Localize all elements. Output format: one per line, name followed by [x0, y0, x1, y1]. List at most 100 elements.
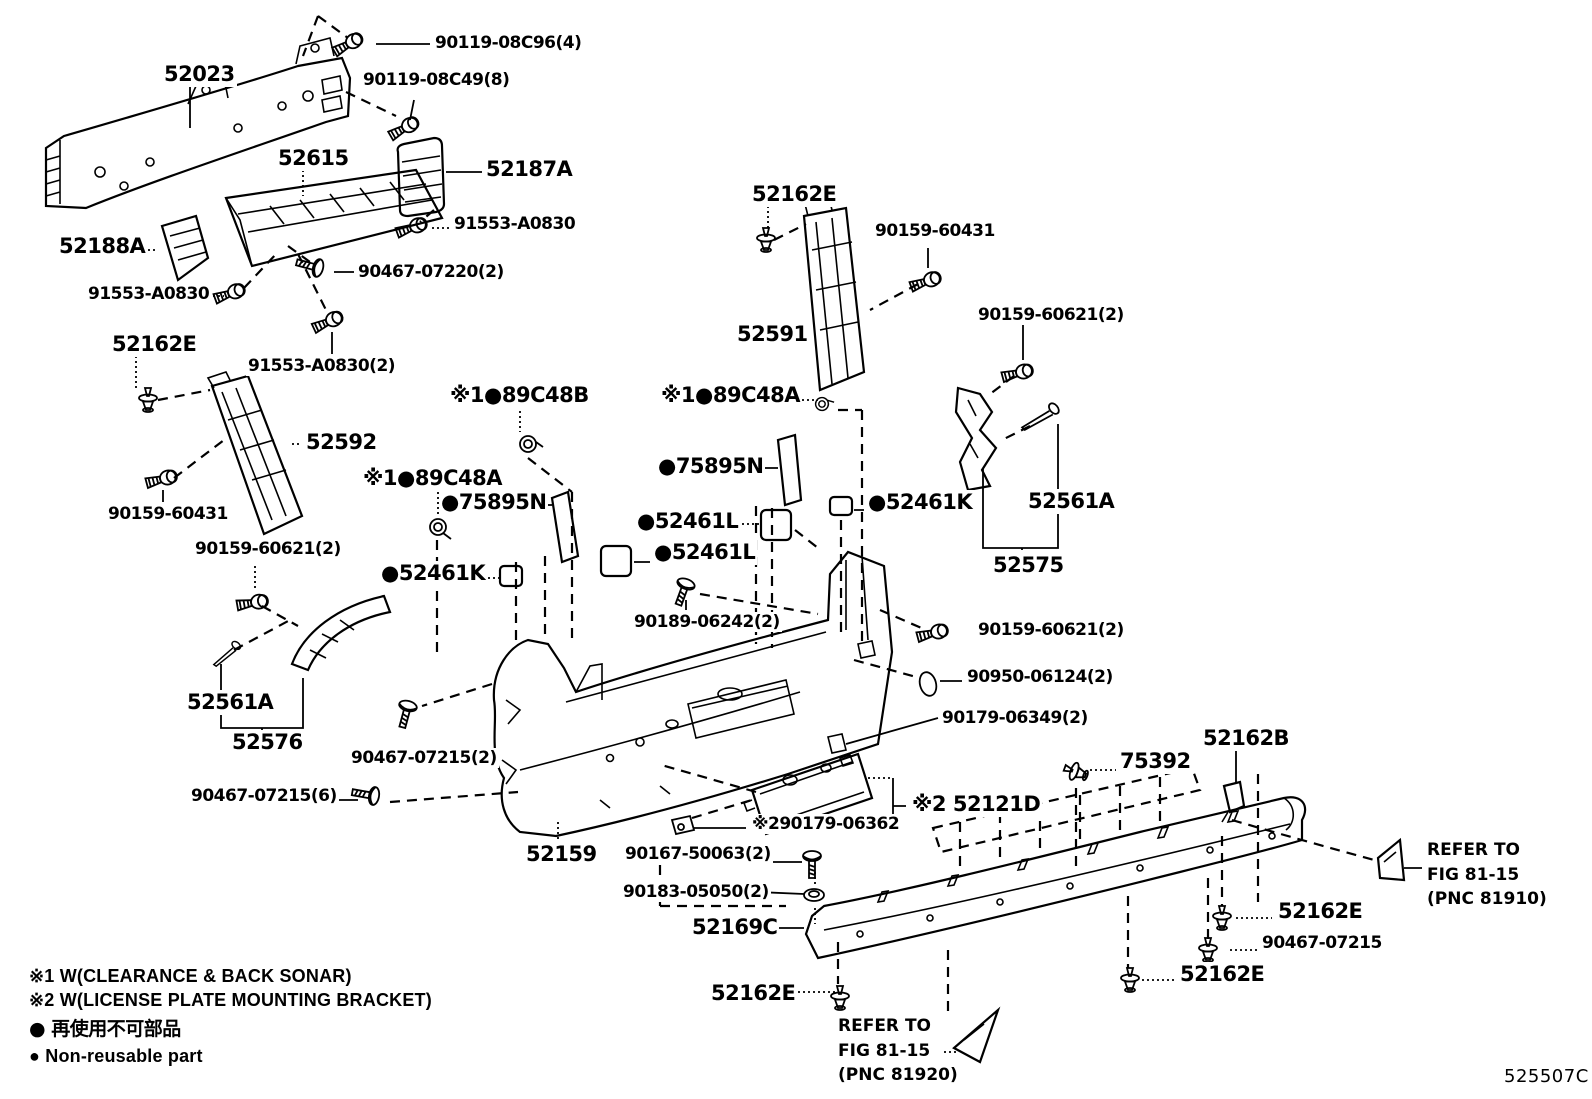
bolt-90159-60621-left [235, 592, 270, 614]
label-52121D: ※2 52121D [910, 792, 1043, 818]
label-90467-07215-right: 90467-07215 [1260, 933, 1384, 954]
bolt-90159-60431-left [143, 467, 180, 491]
label-52615: 52615 [276, 146, 351, 172]
label-91553-A0830-left: 91553-A0830 [86, 284, 212, 305]
part-52461-pads [498, 495, 854, 588]
part-52162B-retainer [1221, 780, 1246, 823]
label-legend-3: ● 再使用不可部品 [29, 1018, 181, 1040]
label-52187A: 52187A [484, 157, 575, 183]
part-52159-bumper-cover [492, 550, 894, 838]
label-90159-60621-left: 90159-60621(2) [193, 539, 343, 560]
label-52461L-right: ●52461L [635, 509, 741, 535]
label-52162B: 52162B [1201, 726, 1292, 752]
label-90183-05050: 90183-05050(2) [621, 882, 771, 903]
label-90950-06124: 90950-06124(2) [965, 667, 1115, 688]
label-90159-60621-right: 90159-60621(2) [976, 305, 1126, 326]
bolt-91553-2 [310, 308, 346, 336]
bolt-90159-60621-mid [914, 621, 951, 645]
label-52162E-right-top: 52162E [1276, 899, 1365, 925]
label-90467-07215-6: 90467-07215(6) [189, 786, 339, 807]
clip-52162E-right-bottom [1120, 967, 1140, 993]
label-52162E-upper-right: 52162E [750, 182, 839, 208]
label-52561A-left: 52561A [185, 690, 276, 716]
clip-75392 [1060, 758, 1092, 786]
label-drawing-code: 525507C [1504, 1066, 1589, 1087]
bolt-90159-60431-right [907, 268, 944, 295]
label-90167-50063: 90167-50063(2) [623, 844, 773, 865]
label-legend-4: ● Non-reusable part [29, 1046, 203, 1066]
sensor-89C48B [519, 435, 544, 453]
label-52159: 52159 [524, 842, 599, 868]
label-75895N-right: ●75895N [656, 454, 766, 480]
label-52461L-center: ●52461L [652, 540, 758, 566]
label-75895N-left: ●75895N [439, 490, 549, 516]
label-52188A: 52188A [57, 234, 148, 260]
bolt-91553-left [211, 280, 248, 307]
screw-90467-07215-6 [349, 782, 382, 807]
washer-89C48A-left [429, 518, 452, 540]
label-52162E-right-bottom: 52162E [1178, 962, 1267, 988]
bolt-90119-08C96 [330, 29, 366, 59]
part-52561A-left-arm [290, 594, 392, 672]
nut-90179-06362 [670, 814, 696, 836]
clip-52162E-upper-right [756, 227, 776, 253]
part-52615-absorber [224, 168, 444, 268]
label-91553-A0830-right: 91553-A0830 [452, 214, 578, 235]
pin-52561A-left [213, 639, 243, 667]
bolt-90119-08C49 [386, 113, 422, 143]
nut-90183-05050 [803, 888, 825, 902]
label-refer-81920: REFER TO FIG 81-15 (PNC 81920) [838, 1016, 958, 1086]
fasteners [138, 29, 1232, 1011]
label-75392: 75392 [1118, 749, 1193, 775]
part-75895N-tapes [550, 433, 803, 564]
label-legend-1: ※1 W(CLEARANCE & BACK SONAR) [29, 966, 352, 986]
label-90119-08C96: 90119-08C96(4) [433, 33, 584, 54]
clip-90467-07215-right [1198, 937, 1218, 963]
part-mudguard-bottom [952, 1006, 1001, 1064]
label-52162E-bottom-center: 52162E [709, 981, 798, 1007]
label-90159-60431-left: 90159-60431 [106, 504, 230, 525]
clip-52162E-bottom-center [830, 985, 850, 1011]
label-52023: 52023 [162, 62, 237, 88]
leader-lines-solid [162, 43, 1422, 929]
part-52188A-bracket [160, 214, 210, 282]
screw-90189-06242 [669, 575, 698, 609]
part-52591-side-support [802, 193, 866, 392]
label-89C48A-right: ※1●89C48A [659, 383, 802, 409]
label-refer-81910: REFER TO FIG 81-15 (PNC 81910) [1427, 840, 1547, 910]
clip-52162E-right-top [1212, 905, 1232, 931]
grommet-90950 [918, 671, 938, 697]
label-52169C: 52169C [690, 915, 780, 941]
label-90179-06362: ※290179-06362 [750, 814, 902, 835]
label-90159-60431-right: 90159-60431 [873, 221, 997, 242]
part-52575-right-support [954, 386, 998, 492]
part-mudguard-right [1376, 837, 1406, 882]
label-90159-60621-mid: 90159-60621(2) [976, 620, 1126, 641]
label-52592: 52592 [304, 430, 379, 456]
label-90179-06349: 90179-06349(2) [940, 708, 1090, 729]
part-52592-side-support [206, 371, 304, 536]
bolt-91553-right [393, 214, 430, 241]
label-52561A-right: 52561A [1026, 489, 1117, 515]
label-52575: 52575 [991, 553, 1066, 579]
label-52591: 52591 [735, 322, 810, 348]
leader-lines-dotted [128, 170, 1272, 1053]
part-52187A-bracket [396, 136, 446, 218]
label-91553-A0830-2: 91553-A0830(2) [246, 356, 398, 377]
label-52461K-right: ●52461K [866, 490, 975, 516]
label-89C48A-left: ※1●89C48A [361, 466, 504, 492]
label-90189-06242: 90189-06242(2) [632, 612, 782, 633]
label-52162E-left: 52162E [110, 332, 199, 358]
clip-52162E-left [138, 387, 158, 413]
label-52461K-left: ●52461K [379, 561, 488, 587]
label-90467-07220: 90467-07220(2) [356, 262, 506, 283]
pin-52561A-right [1020, 396, 1064, 437]
screw-90467-07215-2 [392, 697, 419, 731]
label-52576: 52576 [230, 730, 305, 756]
label-legend-2: ※2 W(LICENSE PLATE MOUNTING BRACKET) [29, 990, 432, 1010]
screw-90167-50063 [802, 850, 822, 879]
bolt-90159-60621-right [999, 361, 1036, 385]
part-52169C-lower-cover [804, 796, 1307, 960]
